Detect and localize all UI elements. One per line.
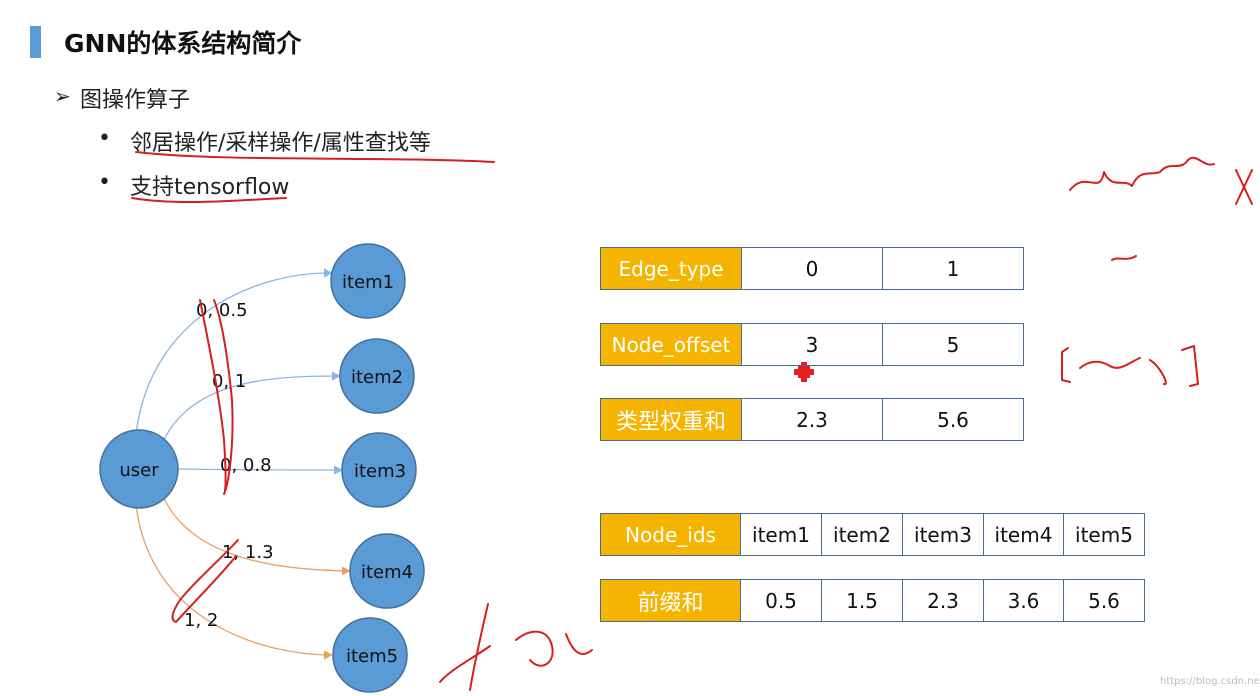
node-label: item2 bbox=[351, 367, 403, 388]
table-node-ids: Node_ids item1 item2 item3 item4 item5 bbox=[600, 513, 1145, 556]
table-cell: 5.6 bbox=[882, 398, 1024, 441]
node-label: item1 bbox=[342, 272, 394, 293]
table-prefix-sum: 前缀和 0.5 1.5 2.3 3.6 5.6 bbox=[600, 579, 1145, 622]
node-label: item4 bbox=[361, 562, 413, 583]
table-header: Edge_type bbox=[600, 247, 742, 290]
table-cell: 3.6 bbox=[983, 579, 1064, 622]
table-cell: 2.3 bbox=[741, 398, 883, 441]
node-user: user bbox=[99, 429, 179, 509]
table-cell: 5.6 bbox=[1063, 579, 1145, 622]
title-accent-bar bbox=[30, 26, 41, 58]
table-cell: item1 bbox=[740, 513, 822, 556]
table-cell: 0.5 bbox=[740, 579, 822, 622]
edge-user-item1 bbox=[135, 268, 333, 435]
table-cell: 2.3 bbox=[902, 579, 984, 622]
table-header: 前缀和 bbox=[600, 579, 741, 622]
plus-marker-icon bbox=[794, 362, 814, 382]
table-edge-type: Edge_type 0 1 bbox=[600, 247, 1024, 290]
edge-user-item4 bbox=[161, 493, 351, 576]
edge-user-item3 bbox=[177, 465, 343, 475]
edge-label: 1, 2 bbox=[184, 610, 218, 631]
dot-bullet-icon: • bbox=[98, 170, 111, 195]
dot-bullet-icon: • bbox=[98, 126, 111, 151]
handwriting-ink bbox=[131, 151, 1253, 691]
edge-label: 0, 0.5 bbox=[196, 300, 248, 321]
node-item4: item4 bbox=[349, 533, 425, 609]
table-header: 类型权重和 bbox=[600, 398, 742, 441]
table-node-offset: Node_offset 3 5 bbox=[600, 323, 1024, 366]
edge-user-item5 bbox=[135, 504, 333, 660]
bullet-level1: 图操作算子 bbox=[80, 88, 191, 113]
bullet-item-tf: 支持tensorflow bbox=[130, 175, 290, 200]
table-cell: item2 bbox=[821, 513, 903, 556]
node-label: user bbox=[119, 460, 159, 481]
table-cell: item3 bbox=[902, 513, 984, 556]
edge-user-item2 bbox=[161, 371, 341, 445]
arrow-bullet-icon: ➢ bbox=[54, 84, 71, 108]
table-cell: item4 bbox=[983, 513, 1064, 556]
node-item1: item1 bbox=[330, 243, 406, 319]
edge-label: 1, 1.3 bbox=[222, 542, 274, 563]
bullet-item-ops: 邻居操作/采样操作/属性查找等 bbox=[130, 131, 431, 156]
table-type-weight-sum: 类型权重和 2.3 5.6 bbox=[600, 398, 1024, 441]
node-label: item5 bbox=[346, 646, 398, 667]
table-header: Node_ids bbox=[600, 513, 741, 556]
node-label: item3 bbox=[354, 461, 406, 482]
table-cell: 1 bbox=[882, 247, 1024, 290]
slide-title: GNN的体系结构简介 bbox=[64, 29, 302, 58]
table-cell: 3 bbox=[741, 323, 883, 366]
watermark: https://blog.csdn.net/v_JULY_v bbox=[1160, 676, 1260, 687]
table-cell: 5 bbox=[882, 323, 1024, 366]
table-cell: 0 bbox=[741, 247, 883, 290]
node-item3: item3 bbox=[341, 432, 417, 508]
table-cell: 1.5 bbox=[821, 579, 903, 622]
table-header: Node_offset bbox=[600, 323, 742, 366]
node-item2: item2 bbox=[339, 338, 415, 414]
edge-label: 0, 0.8 bbox=[220, 455, 272, 476]
node-item5: item5 bbox=[332, 617, 408, 693]
table-cell: item5 bbox=[1063, 513, 1145, 556]
